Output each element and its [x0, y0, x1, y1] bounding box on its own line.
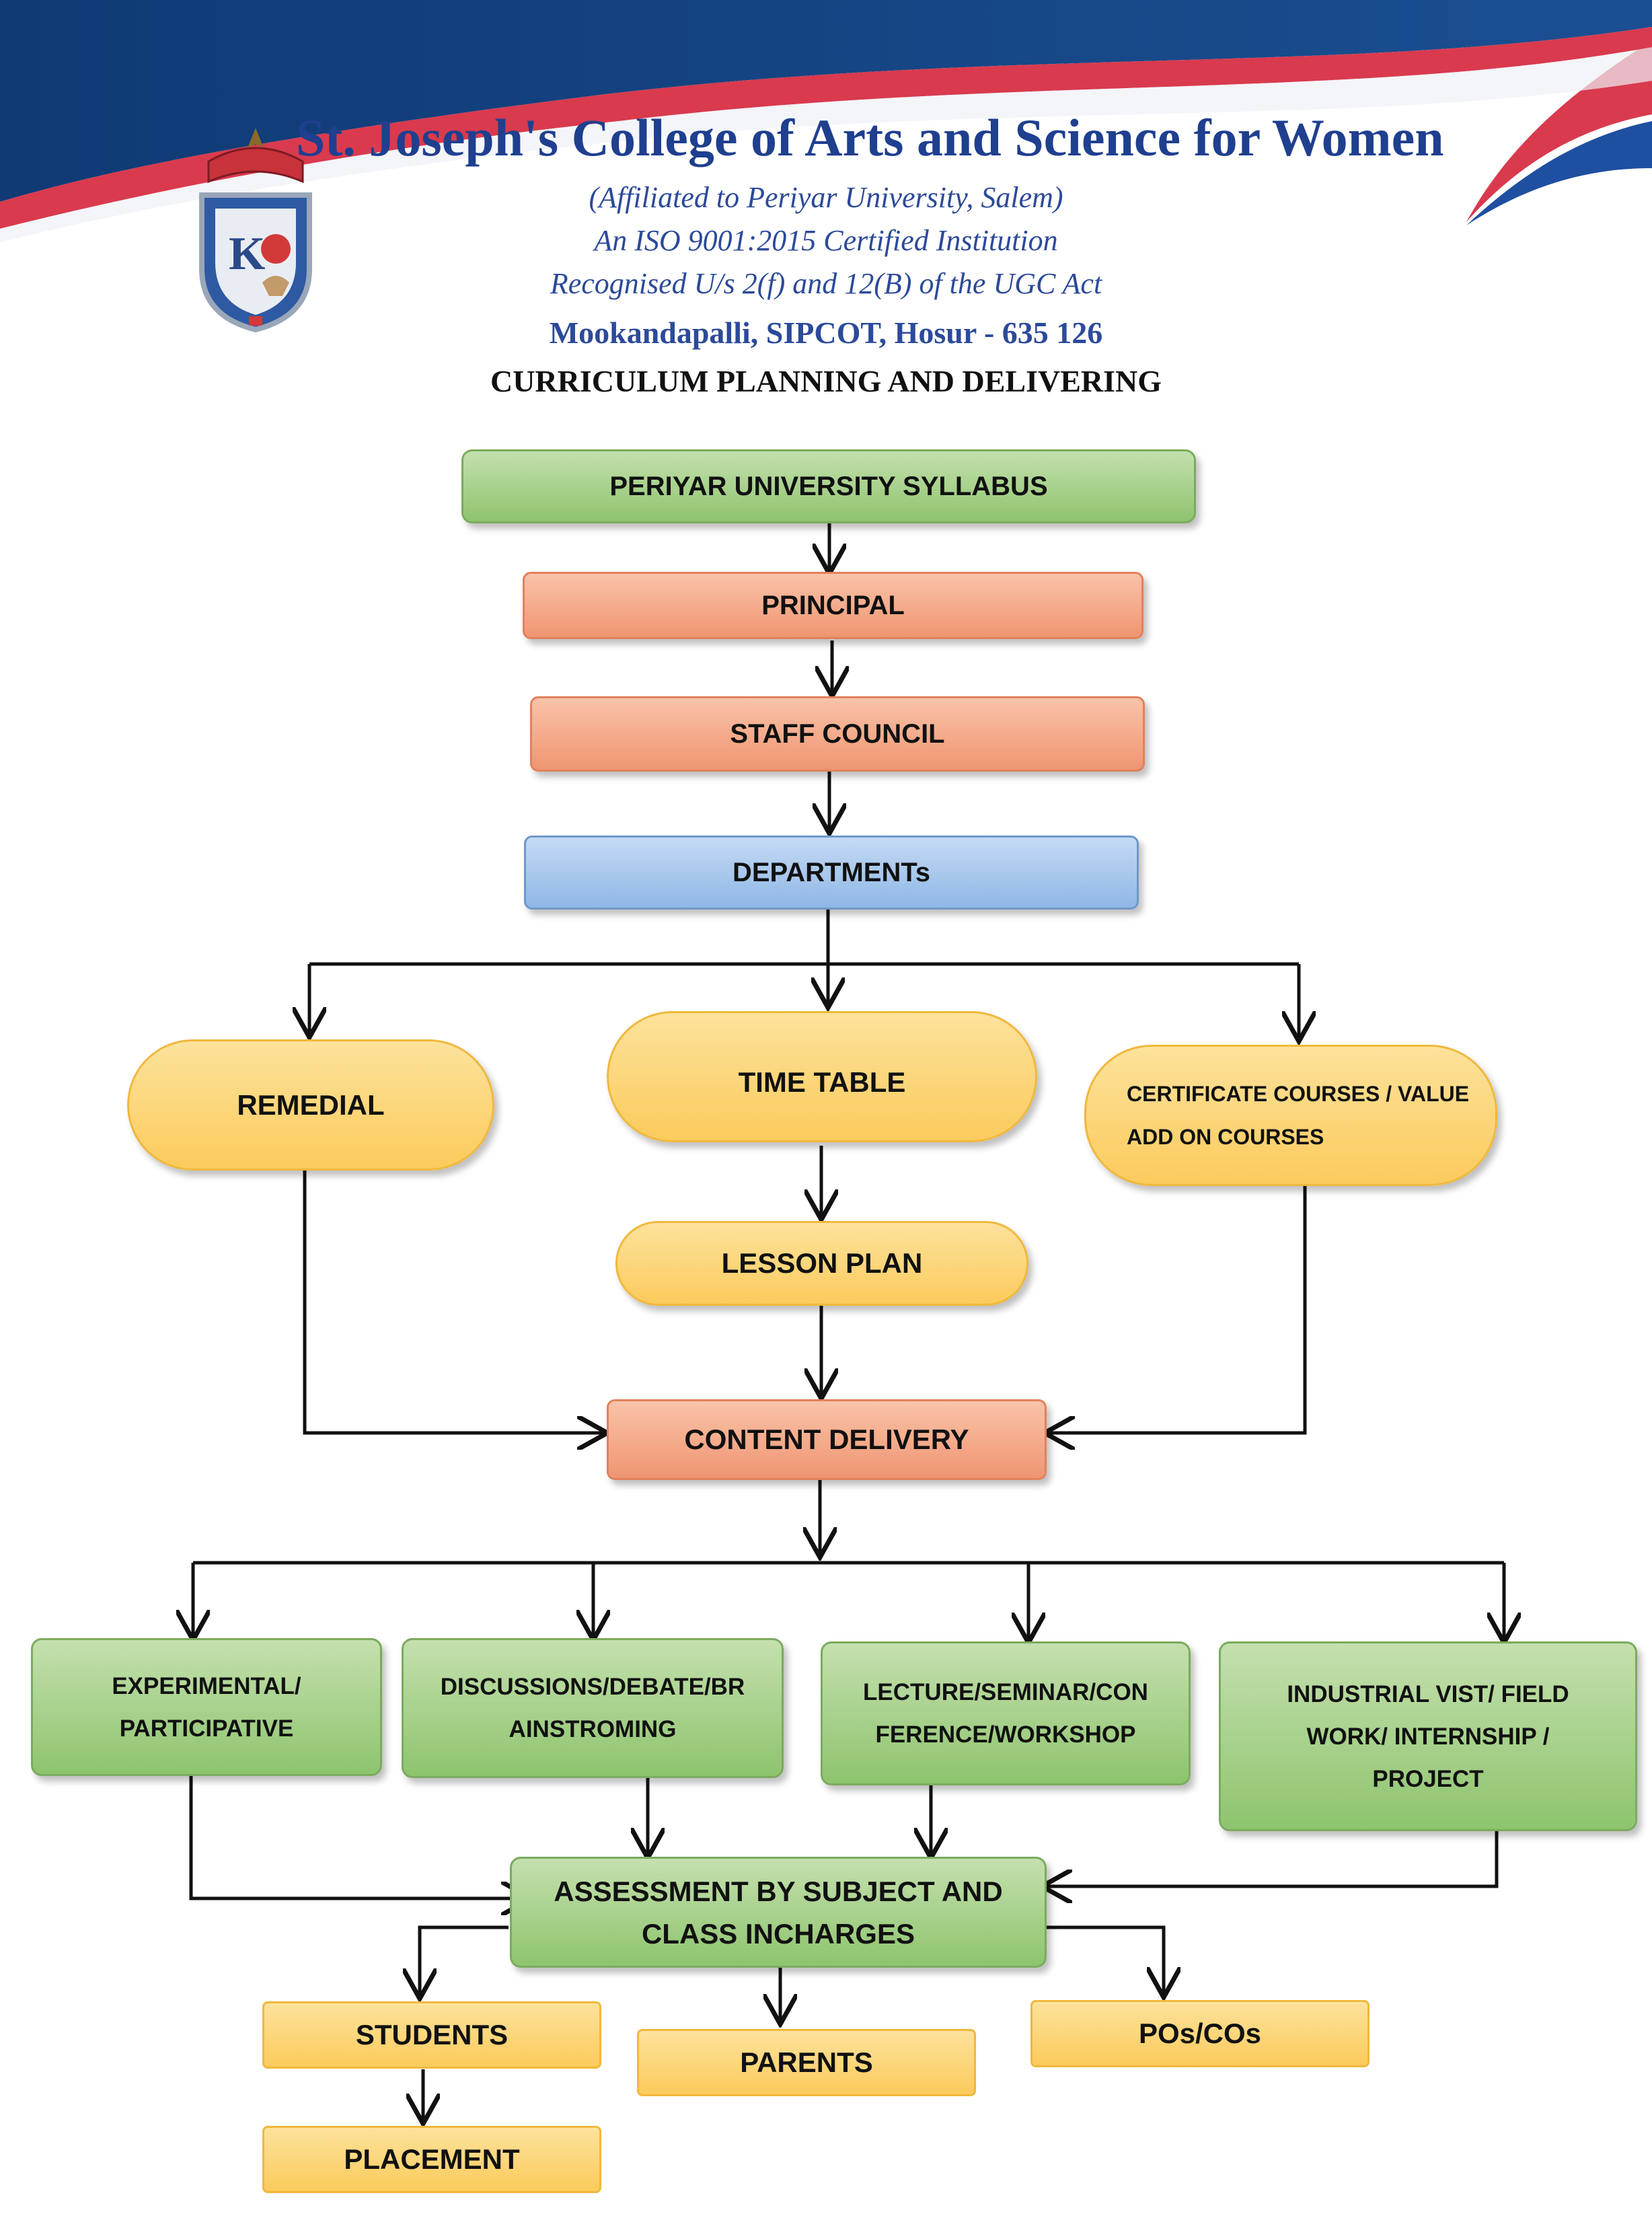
certificate-line-1: CERTIFICATE COURSES / VALUE: [1127, 1082, 1470, 1106]
node-industrial: INDUSTRIAL VIST/ FIELD WORK/ INTERNSHIP …: [1219, 1641, 1637, 1831]
node-discussions: DISCUSSIONS/DEBATE/BR AINSTROMING: [402, 1638, 784, 1778]
node-assessment: ASSESSMENT BY SUBJECT AND CLASS INCHARGE…: [510, 1857, 1047, 1968]
recognition-line: Recognised U/s 2(f) and 12(B) of the UGC…: [550, 267, 1102, 300]
college-logo: K: [188, 121, 323, 336]
industrial-line-2: WORK/ INTERNSHIP /: [1306, 1723, 1550, 1750]
lecture-line-2: FERENCE/WORKSHOP: [875, 1722, 1136, 1748]
node-pos-cos: POs/COs: [1030, 2000, 1369, 2067]
banner-navy-wave: [0, 0, 1652, 202]
banner-red-wave: [0, 27, 1652, 229]
affiliation-line: (Affiliated to Periyar University, Salem…: [589, 181, 1063, 214]
lecture-line-1: LECTURE/SEMINAR/CON: [863, 1679, 1148, 1705]
node-principal: PRINCIPAL: [523, 572, 1143, 639]
node-certificate-courses: CERTIFICATE COURSES / VALUE ADD ON COURS…: [1084, 1045, 1497, 1186]
iso-line: An ISO 9001:2015 Certified Institution: [594, 224, 1058, 257]
node-syllabus: PERIYAR UNIVERSITY SYLLABUS: [461, 449, 1196, 523]
experimental-line-1: EXPERIMENTAL/: [112, 1672, 301, 1699]
header-banner: [0, 0, 1652, 377]
assessment-line-2: CLASS INCHARGES: [641, 1917, 915, 1950]
node-remedial: REMEDIAL: [127, 1039, 494, 1171]
banner-ribbon-blue: [1466, 121, 1652, 225]
assessment-line-1: ASSESSMENT BY SUBJECT AND: [554, 1875, 1003, 1907]
node-time-table: TIME TABLE: [607, 1011, 1037, 1142]
discussions-line-1: DISCUSSIONS/DEBATE/BR: [440, 1674, 745, 1700]
node-lesson-plan: LESSON PLAN: [615, 1221, 1028, 1306]
node-students: STUDENTS: [262, 2001, 601, 2069]
node-experimental: EXPERIMENTAL/ PARTICIPATIVE: [31, 1638, 382, 1776]
discussions-line-2: AINSTROMING: [509, 1716, 677, 1742]
node-departments: DEPARTMENTs: [524, 836, 1139, 910]
address-line: Mookandapalli, SIPCOT, Hosur - 635 126: [549, 316, 1103, 350]
industrial-line-3: PROJECT: [1372, 1765, 1484, 1792]
node-lecture: LECTURE/SEMINAR/CON FERENCE/WORKSHOP: [821, 1641, 1191, 1785]
node-placement: PLACEMENT: [262, 2126, 601, 2193]
node-staff-council: STAFF COUNCIL: [530, 696, 1145, 772]
college-name: St. Joseph's College of Arts and Science…: [296, 108, 1444, 167]
experimental-line-2: PARTICIPATIVE: [119, 1715, 294, 1742]
certificate-line-2: ADD ON COURSES: [1127, 1125, 1324, 1149]
node-content-delivery: CONTENT DELIVERY: [607, 1399, 1047, 1480]
document-title: CURRICULUM PLANNING AND DELIVERING: [490, 364, 1162, 398]
svg-text:K: K: [229, 228, 265, 280]
industrial-line-1: INDUSTRIAL VIST/ FIELD: [1287, 1680, 1569, 1707]
node-parents: PARENTS: [637, 2029, 976, 2096]
